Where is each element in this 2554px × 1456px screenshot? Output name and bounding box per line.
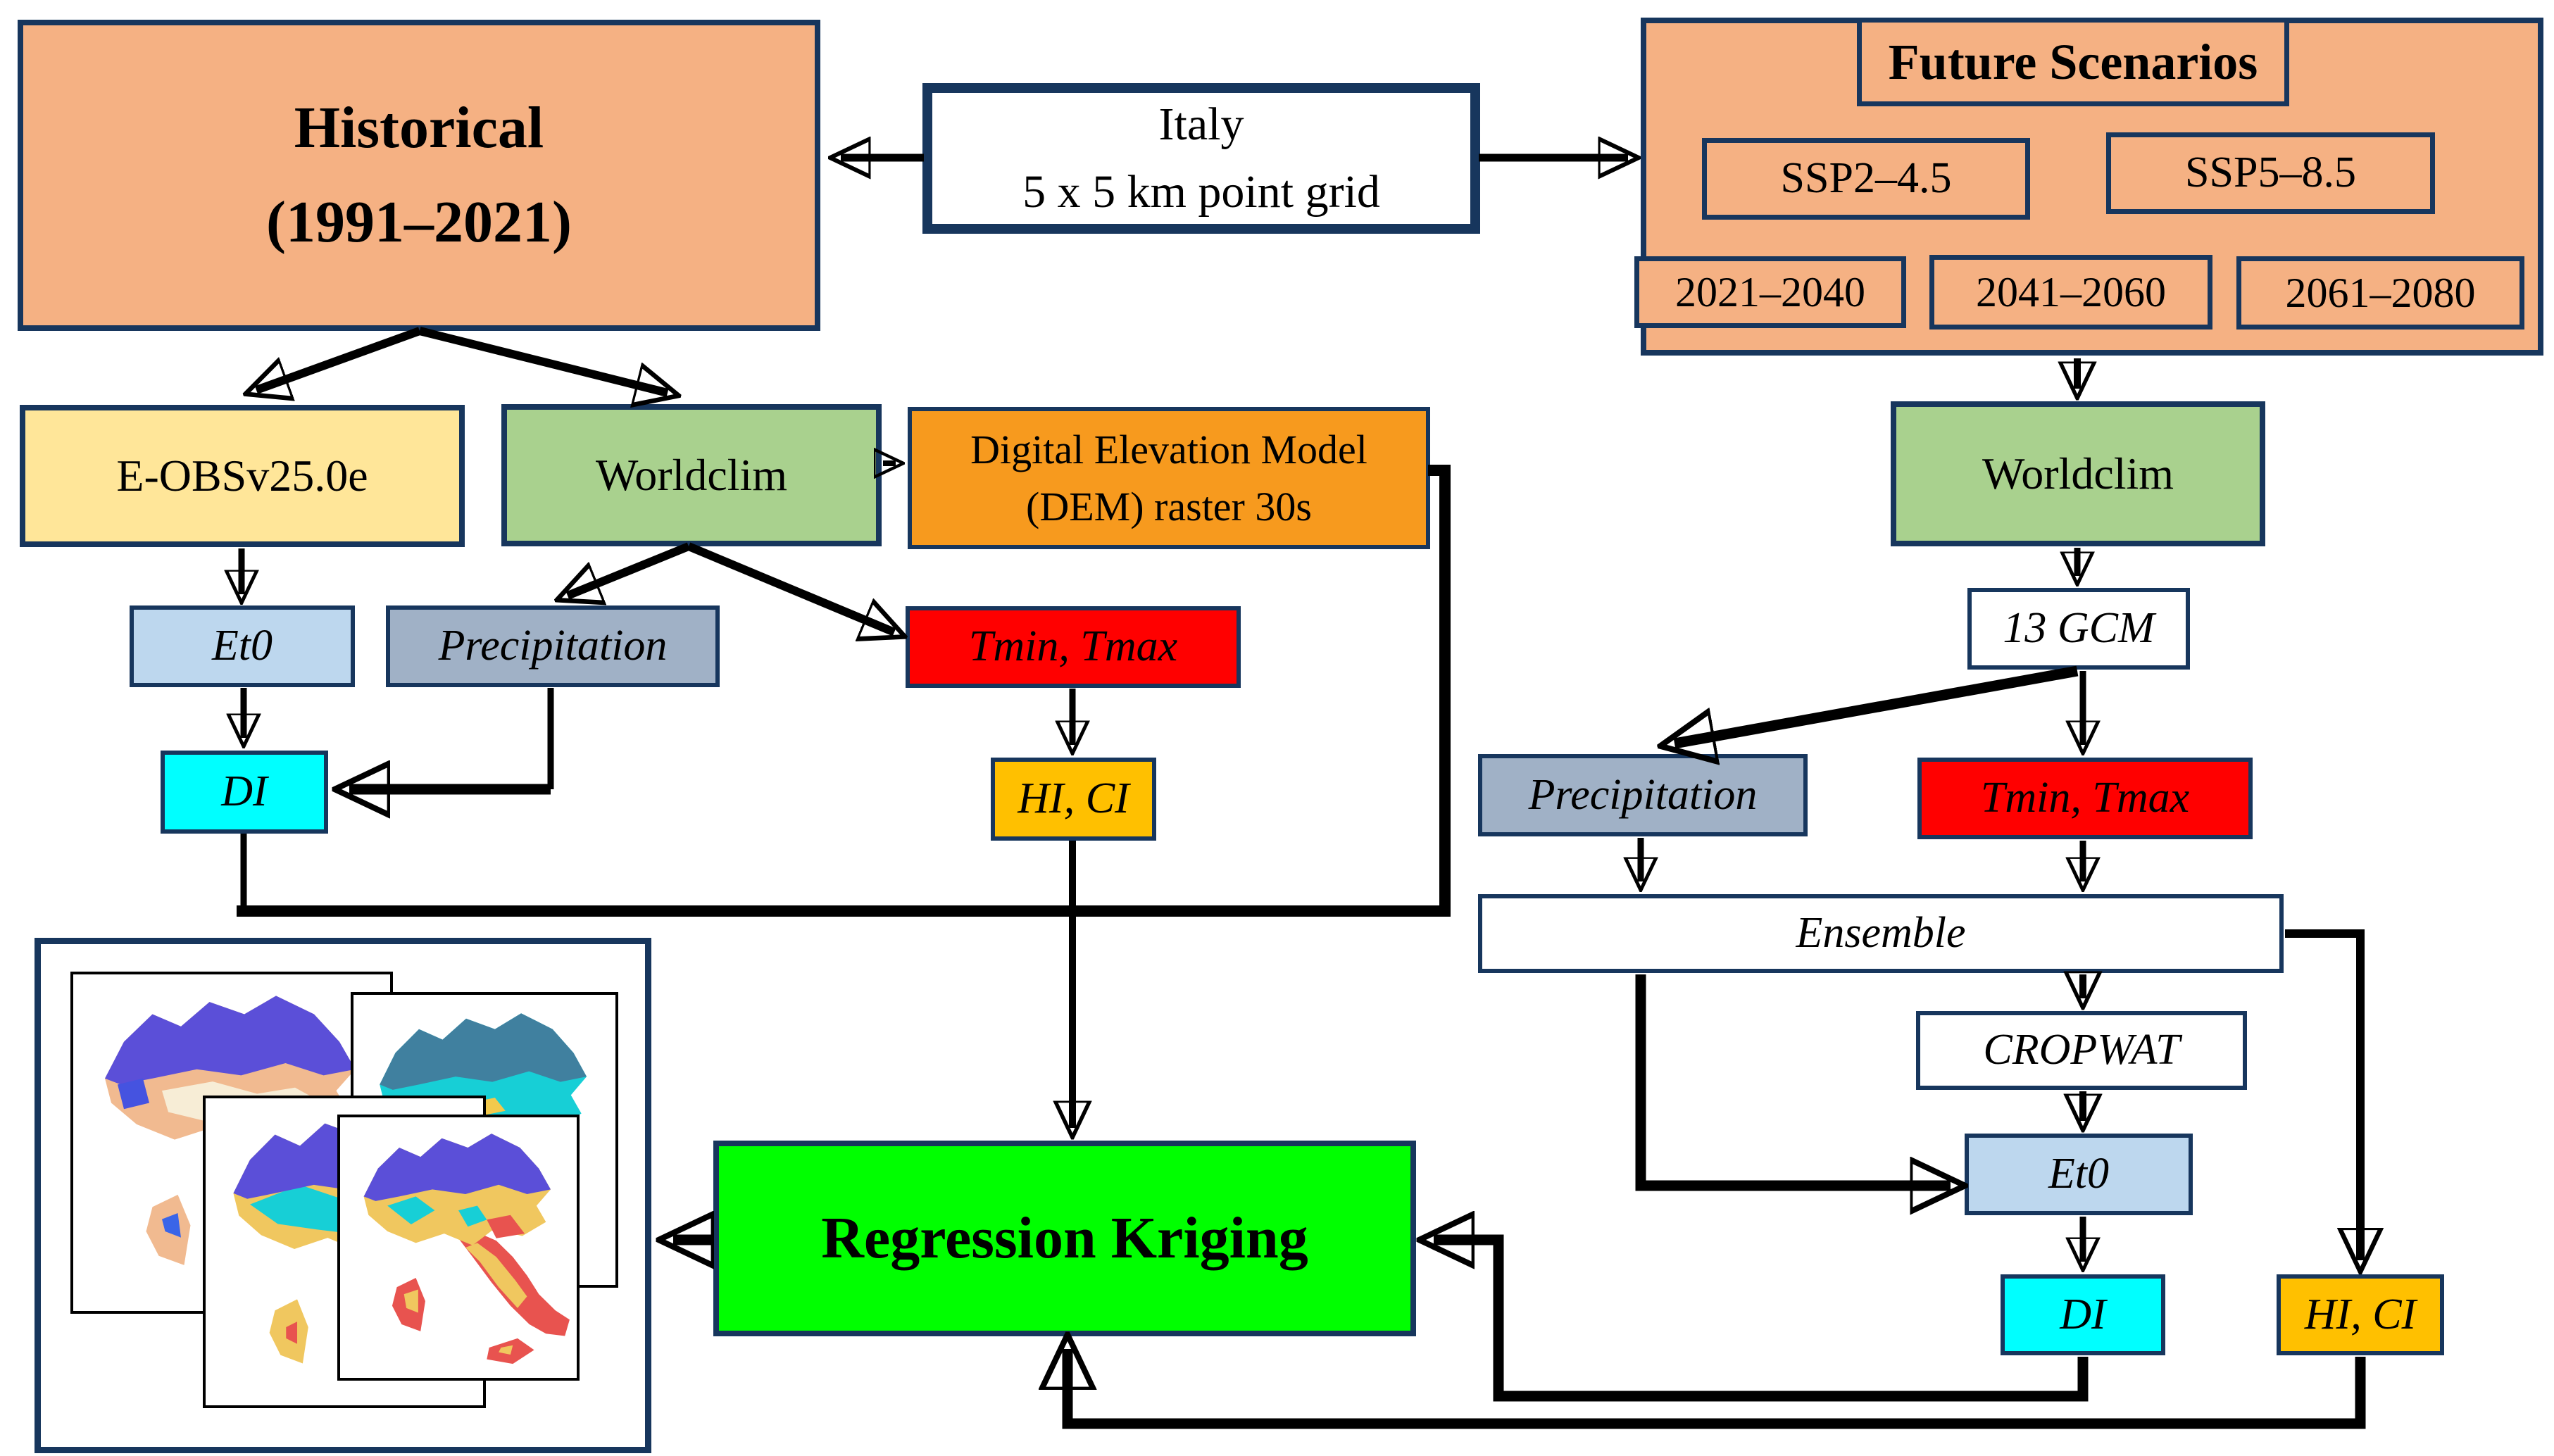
node-precipitation-historical: Precipitation [386, 605, 720, 687]
node-et0-future: Et0 [1965, 1134, 2193, 1215]
map-panel-4 [337, 1115, 580, 1381]
node-hi-ci-future: HI, CI [2277, 1274, 2444, 1355]
arrow-historical-to-eobs [256, 327, 422, 390]
arrow-worldclim-to-precip [568, 542, 691, 596]
node-cropwat: CROPWAT [1916, 1011, 2247, 1090]
node-precipitation-future: Precipitation [1478, 754, 1808, 836]
node-period-2041-2060: 2041–2060 [1929, 255, 2212, 330]
arrow-ensemble-to-hici [2285, 929, 2360, 1260]
node-di-historical: DI [161, 751, 328, 834]
arrow-hici-to-kriging-bottom [1068, 1349, 2366, 1429]
node-period-2021-2040: 2021–2040 [1634, 256, 1906, 328]
node-dem: Digital Elevation Model (DEM) raster 30s [908, 407, 1430, 549]
node-worldclim-historical: Worldclim [501, 404, 882, 546]
node-period-2061-2080: 2061–2080 [2236, 256, 2524, 330]
node-worldclim-future: Worldclim [1891, 401, 2265, 546]
node-ssp5-85: SSP5–8.5 [2106, 132, 2435, 214]
node-historical: Historical (1991–2021) [18, 20, 820, 331]
arrow-historical-to-worldclim [418, 327, 668, 393]
node-tmin-tmax-historical: Tmin, Tmax [906, 606, 1241, 688]
arrow-gcm-to-precip [1675, 665, 2079, 743]
arrow-ensemble-to-et0 [1635, 974, 1951, 1186]
node-13-gcm: 13 GCM [1967, 588, 2190, 670]
node-tmin-tmax-future: Tmin, Tmax [1917, 758, 2253, 839]
node-et0-historical: Et0 [130, 605, 355, 687]
italy-map-warm-index [363, 1134, 570, 1364]
node-ssp2-45: SSP2–4.5 [1702, 138, 2030, 220]
node-eobs: E-OBSv25.0e [20, 405, 465, 547]
node-di-future: DI [2001, 1274, 2165, 1355]
node-future-scenarios-title: Future Scenarios [1857, 18, 2289, 106]
node-italy-grid: Italy 5 x 5 km point grid [922, 83, 1480, 234]
node-regression-kriging: Regression Kriging [713, 1141, 1416, 1336]
node-hi-ci-historical: HI, CI [991, 758, 1156, 841]
node-ensemble: Ensemble [1478, 894, 2284, 973]
arrow-di-to-kriging [1434, 1240, 2089, 1402]
